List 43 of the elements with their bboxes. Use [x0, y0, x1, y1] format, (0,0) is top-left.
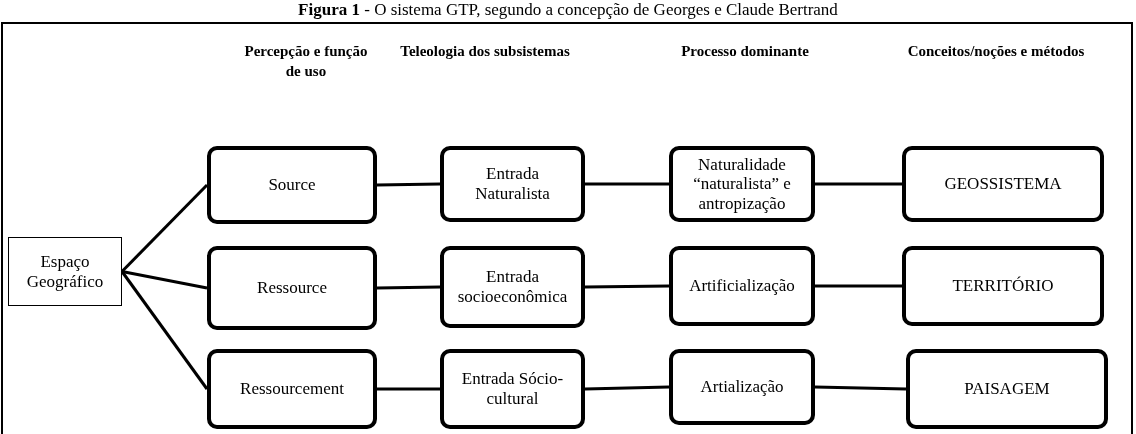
connector-line [120, 183, 209, 273]
node-text: Entrada Naturalista [474, 164, 551, 204]
concept-box [440, 349, 585, 429]
node-text: TERRITÓRIO [951, 276, 1055, 296]
concept-box [207, 146, 377, 224]
connector-line [376, 285, 441, 290]
concept-box [902, 146, 1104, 222]
node-text: Entrada socioeconômica [456, 267, 569, 307]
concept-box [669, 349, 815, 425]
node-text: Artificialização [688, 276, 796, 296]
node-text: Naturalidade “naturalista” e antropização [692, 154, 792, 214]
connector-line [584, 385, 670, 391]
node-text: Espaço Geográfico [25, 251, 105, 292]
column-header: Teleologia dos subsistemas [400, 42, 570, 61]
connector-line [376, 182, 441, 187]
connector-line [121, 270, 208, 290]
concept-box [669, 246, 815, 326]
concept-box [669, 146, 815, 222]
connector-line [377, 387, 440, 391]
figure-title: Figura 1 - O sistema GTP, segundo a concepção de Georges e Claude Bertrand [297, 0, 839, 20]
node-text: Source [267, 175, 317, 195]
connector-line [815, 284, 902, 288]
connector-line [585, 182, 669, 186]
column-header: Percepção e função de uso [243, 42, 369, 81]
node-text: Artialização [699, 377, 785, 397]
connector-line [814, 385, 907, 391]
concept-box [440, 246, 585, 328]
connector-line [120, 270, 209, 390]
concept-box [440, 146, 585, 222]
node-text: Ressource [256, 278, 328, 298]
node-text: GEOSSISTEMA [943, 174, 1063, 194]
column-header: Conceitos/noções e métodos [906, 42, 1086, 61]
node-text: PAISAGEM [963, 379, 1051, 399]
node-text: Entrada Sócio-cultural [460, 369, 565, 409]
connector-line [815, 182, 902, 186]
concept-box [902, 246, 1104, 326]
concept-box [207, 349, 377, 429]
column-header: Processo dominante [680, 42, 810, 61]
concept-box [906, 349, 1108, 429]
node-text: Ressourcement [239, 379, 345, 399]
root-box [8, 237, 122, 306]
concept-box [207, 246, 377, 330]
connector-line [585, 284, 669, 289]
